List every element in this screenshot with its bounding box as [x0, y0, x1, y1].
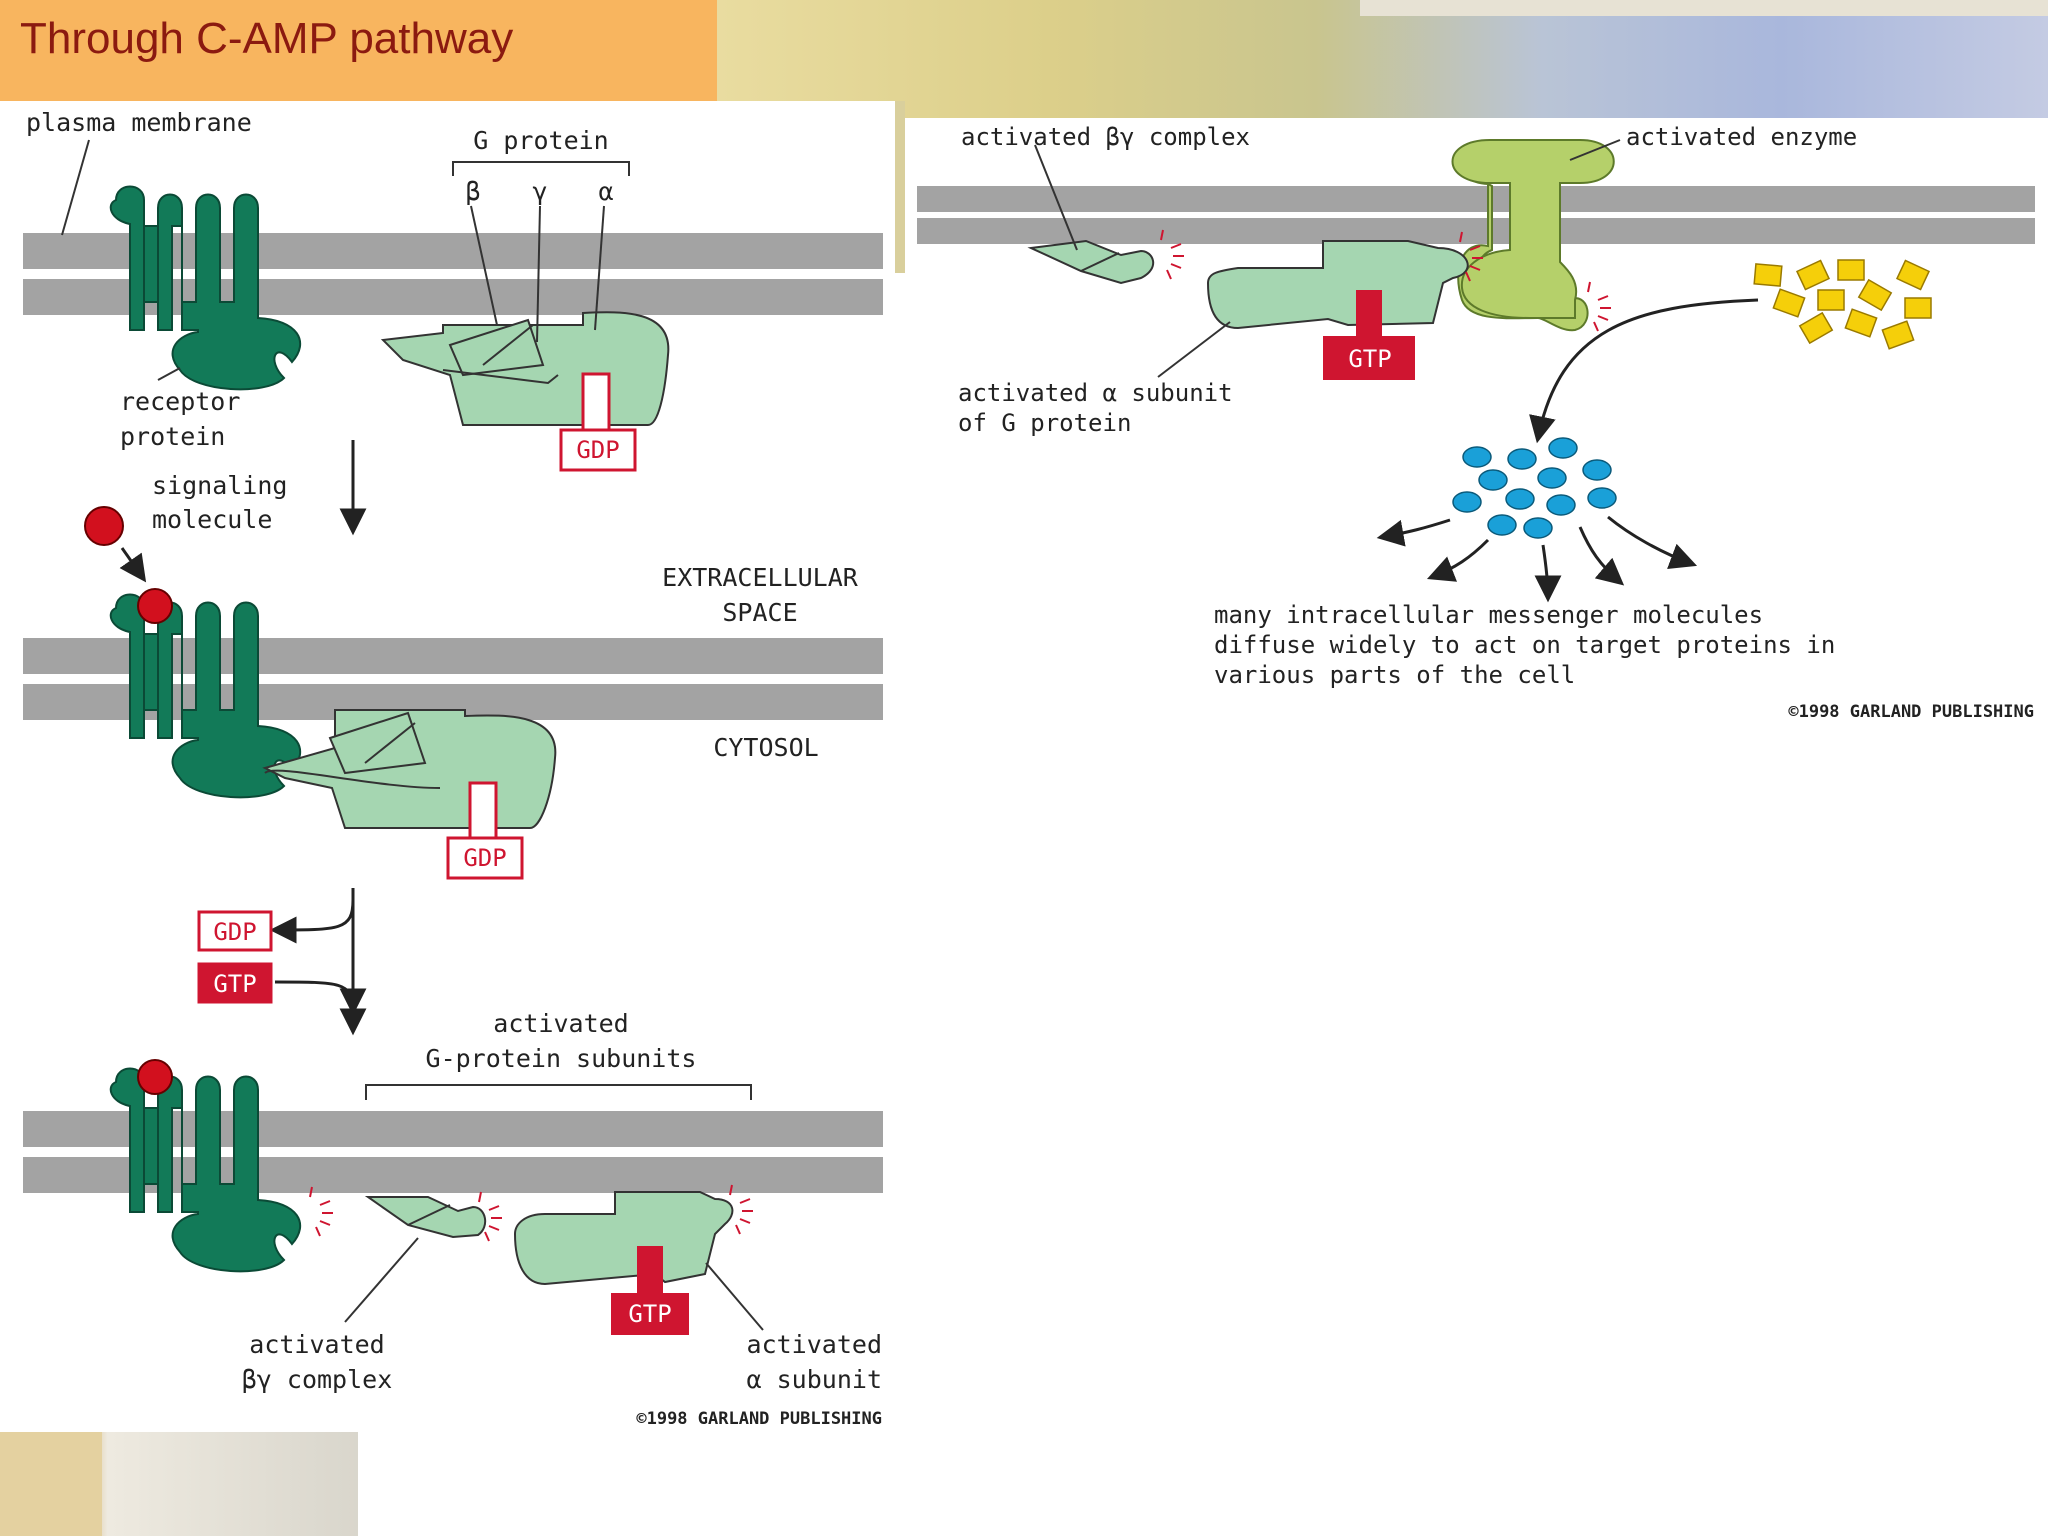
gtp-block-right: GTP — [1323, 290, 1415, 380]
beta-pointer — [470, 205, 498, 326]
decorative-corner-tan — [0, 1432, 102, 1536]
g-protein-inactive — [380, 311, 670, 426]
receptor-pointer — [157, 367, 181, 381]
bg-complex-label-2: βγ complex — [242, 1365, 393, 1394]
signaling-label-1: signaling — [152, 471, 287, 500]
cytosol-label: CYTOSOL — [713, 733, 818, 762]
g-protein-bound — [262, 709, 557, 829]
messenger-text-3: various parts of the cell — [1214, 661, 1575, 689]
gtp-entry-arrow — [274, 980, 367, 1016]
gtp-incoming: GTP — [197, 962, 273, 1004]
title-bar: Through C-AMP pathway — [0, 0, 717, 101]
enzyme-label: activated enzyme — [1626, 123, 1857, 151]
gtp-incoming-label: GTP — [213, 970, 256, 998]
activity-spark-receptor — [309, 1186, 334, 1237]
alpha-pointer-left — [705, 1262, 764, 1331]
alpha-subunit-label-1: activated — [747, 1330, 882, 1359]
gdp-label-1: GDP — [576, 436, 619, 464]
gdp-released-label: GDP — [213, 918, 256, 946]
gtp-label-right: GTP — [1348, 345, 1391, 373]
membrane-right — [917, 186, 2035, 244]
alpha-label: α — [598, 177, 613, 206]
slide-title: Through C-AMP pathway — [20, 14, 514, 63]
alpha-subunit-label-2: α subunit — [747, 1365, 882, 1394]
activated-subunits-label-1: activated — [493, 1009, 628, 1038]
activated-subunits-label-2: G-protein subunits — [426, 1044, 697, 1073]
beta-gamma-complex-right — [1027, 239, 1154, 285]
messenger-molecules — [1452, 437, 1617, 539]
copyright-right: ©1998 GARLAND PUBLISHING — [1788, 702, 2034, 722]
panel-edge — [895, 101, 905, 273]
g-protein-label: G protein — [473, 126, 608, 155]
enzyme-pointer — [1569, 139, 1621, 161]
alpha-subunit-right — [1206, 240, 1469, 330]
extracellular-label-1: EXTRACELLULAR — [662, 563, 859, 592]
decorative-banner-strip — [1360, 0, 2048, 16]
extracellular-label-2: SPACE — [722, 598, 797, 627]
diffusion-arrows — [1376, 515, 1698, 603]
signaling-label-2: molecule — [152, 505, 272, 534]
bound-signal-molecule-3 — [137, 1059, 173, 1095]
gtp-label-left: GTP — [628, 1300, 671, 1328]
signaling-molecule — [84, 506, 124, 546]
alpha-label-right-2: of G protein — [958, 409, 1131, 437]
gtp-block-left: GTP — [611, 1246, 689, 1335]
alpha-pointer-right — [1157, 321, 1231, 378]
binding-arrow — [119, 547, 147, 583]
gamma-label: γ — [532, 177, 547, 206]
receptor-label-2: protein — [120, 422, 225, 451]
membrane-pointer — [61, 139, 90, 236]
alpha-label-right-1: activated α subunit — [958, 379, 1233, 407]
left-diagram: GDP GDP GDP GTP — [23, 108, 883, 1429]
bound-signal-molecule-2 — [137, 588, 173, 624]
g-protein-bracket — [452, 161, 630, 176]
bg-complex-label-right: activated βγ complex — [961, 123, 1250, 151]
gdp-label-2: GDP — [463, 844, 506, 872]
enzyme-spark — [1587, 281, 1612, 332]
beta-label: β — [465, 177, 480, 206]
substrate-molecules — [1753, 259, 1932, 350]
subunits-bracket — [365, 1084, 752, 1100]
activated-enzyme — [1451, 139, 1615, 332]
decorative-banner — [717, 0, 2048, 120]
beta-gamma-complex-left — [364, 1196, 487, 1239]
gdp-block-2: GDP — [446, 781, 524, 880]
alpha-subunit-left — [513, 1191, 734, 1286]
messenger-text-1: many intracellular messenger molecules — [1214, 601, 1763, 629]
right-diagram: GTP — [917, 123, 2035, 722]
bg-pointer-right — [1034, 144, 1078, 251]
conversion-arrow — [1529, 298, 1759, 444]
receptor-label-1: receptor — [120, 387, 240, 416]
copyright-left: ©1998 GARLAND PUBLISHING — [636, 1409, 882, 1429]
gdp-block-1: GDP — [559, 372, 637, 472]
bg-complex-pointer — [344, 1237, 419, 1323]
bg-complex-label-1: activated — [249, 1330, 384, 1359]
messenger-text-2: diffuse widely to act on target proteins… — [1214, 631, 1835, 659]
gdp-release-arrow — [269, 899, 355, 944]
gamma-pointer — [536, 205, 541, 343]
gdp-released: GDP — [197, 910, 273, 952]
plasma-membrane-label: plasma membrane — [26, 108, 252, 137]
alpha-pointer — [594, 205, 605, 331]
